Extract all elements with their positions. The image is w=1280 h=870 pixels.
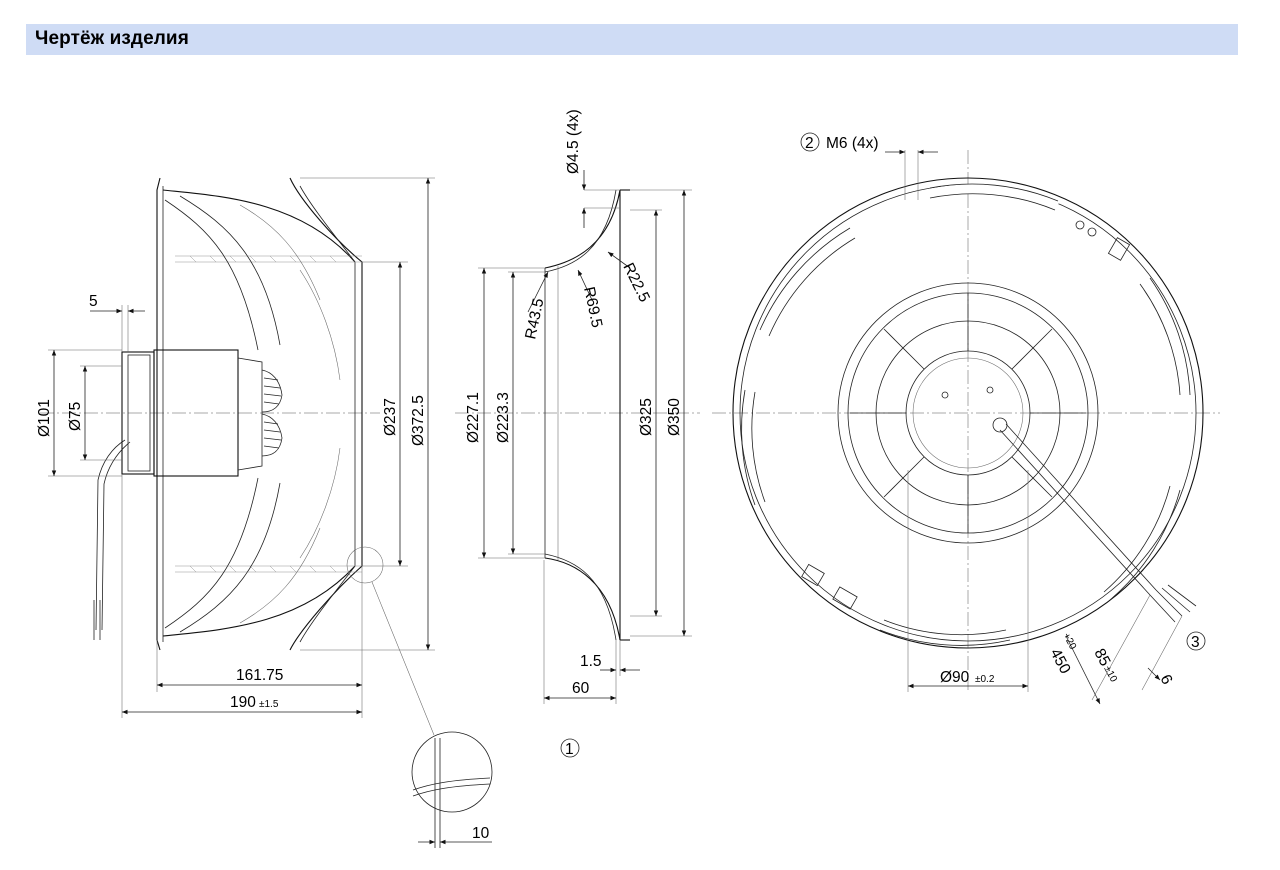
detail-view: 10 [411, 731, 493, 848]
dim-85-tolerance: ±10 [1101, 664, 1119, 684]
dim-85: 85 [1090, 646, 1113, 669]
dim-d75: Ø75 [67, 402, 84, 431]
section-view: Ø4.5 (4x) R22.5 R43.5 R69.5 Ø227.1 Ø223.… [455, 109, 700, 758]
dim-m6: M6 (4x) [826, 135, 879, 152]
dim-d101: Ø101 [36, 399, 53, 437]
dim-d223-3: Ø223.3 [495, 392, 512, 443]
dim-d90: Ø90 [940, 669, 970, 686]
dim-d90-tolerance: ±0.2 [975, 674, 995, 685]
dim-10: 10 [472, 825, 490, 842]
dim-r43-5: R43.5 [522, 297, 547, 341]
dim-d4-5: Ø4.5 (4x) [565, 109, 582, 174]
section-header-bar: Чертёж изделия [26, 24, 1238, 55]
dim-60: 60 [572, 680, 590, 697]
dim-190-tolerance: ±1.5 [259, 699, 279, 710]
dim-d227-1: Ø227.1 [465, 392, 482, 443]
callout-3: 3 [1191, 634, 1200, 651]
front-view: 2 M6 (4x) Ø90 ±0.2 450 +20 85 ±10 6 3 [712, 132, 1220, 705]
dim-d325: Ø325 [638, 398, 655, 436]
dim-1-5: 1.5 [580, 653, 602, 670]
dim-r69-5: R69.5 [580, 285, 605, 329]
dim-6: 6 [1156, 672, 1175, 688]
dim-190: 190 [230, 694, 256, 711]
side-view: 5 Ø101 Ø75 Ø237 Ø372.5 161.75 190 ±1.5 [36, 177, 435, 736]
dim-5: 5 [89, 293, 98, 310]
dim-d372: Ø372.5 [410, 395, 427, 446]
dim-r22-5: R22.5 [619, 260, 652, 305]
section-header-title: Чертёж изделия [35, 28, 189, 49]
dim-d350: Ø350 [666, 398, 683, 436]
dim-d237: Ø237 [382, 398, 399, 436]
dim-161-75: 161.75 [236, 667, 283, 684]
callout-2: 2 [805, 135, 814, 152]
callout-1: 1 [565, 741, 574, 758]
